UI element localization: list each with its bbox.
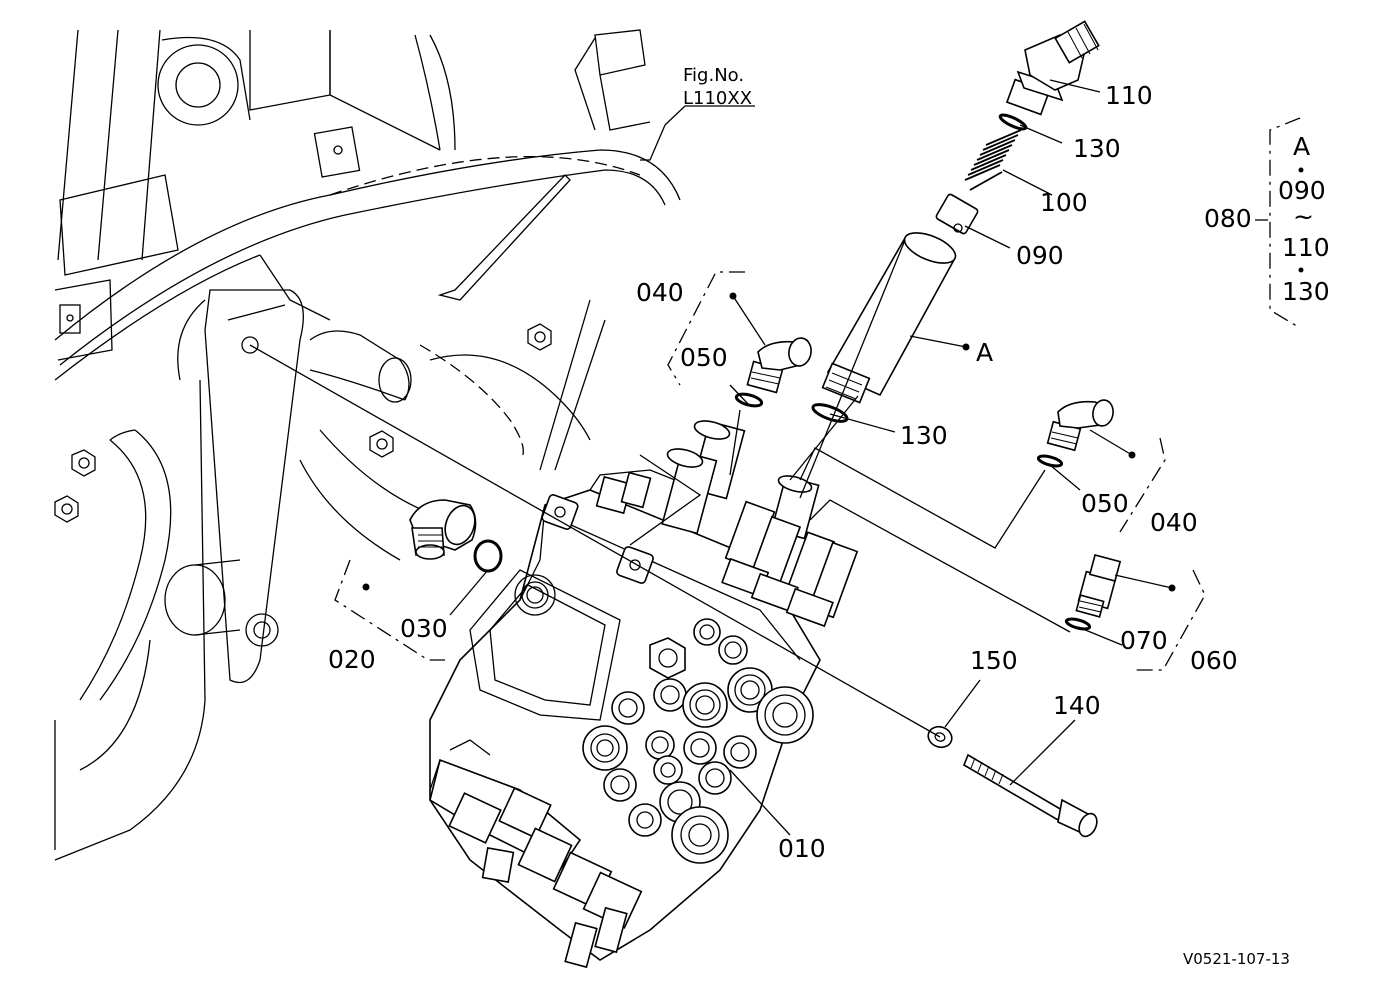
o-ring-030 (473, 539, 503, 573)
control-valve-010 (429, 420, 859, 969)
hex-nut-1 (71, 449, 96, 477)
figure-ref-line2: L110XX (683, 88, 752, 109)
callout-020: 020 (328, 645, 376, 674)
figure-ref-line1: Fig.No. (683, 65, 744, 86)
callout-050-right: 050 (1081, 489, 1129, 518)
o-ring-050-left (734, 392, 764, 408)
hex-nut-3 (527, 323, 552, 351)
assembly-line-110: 110 (1282, 233, 1330, 262)
valve-lower-sections (429, 739, 643, 969)
group-bracket-040-right (1119, 437, 1166, 533)
hex-nut-4 (369, 430, 394, 458)
drawing-code: V0521-107-13 (1183, 950, 1290, 968)
figure-reference: Fig.No. L110XX (683, 65, 752, 109)
machine-frame (54, 29, 681, 861)
callout-150: 150 (970, 646, 1018, 675)
group-bracket-080 (1269, 117, 1301, 329)
bolt-140 (963, 753, 1098, 838)
straight-fitting-060 (1075, 553, 1122, 618)
o-ring-050-right (1036, 454, 1064, 468)
o-ring-130-lower (811, 403, 849, 423)
callout-010: 010 (778, 834, 826, 863)
callout-090: 090 (1016, 241, 1064, 270)
callout-A: A (976, 338, 993, 367)
elbow-fitting-020 (409, 499, 477, 560)
group-bracket-040-left (667, 271, 745, 386)
valve-ports (582, 618, 814, 864)
callout-060: 060 (1190, 646, 1238, 675)
assembly-line-A: A (1293, 132, 1310, 161)
assembly-line-090: 090 (1278, 176, 1326, 205)
assembly-line-tilde: ~ (1293, 202, 1314, 231)
callout-110: 110 (1105, 81, 1153, 110)
adjuster-fitting-110 (1005, 20, 1100, 116)
callout-050-left: 050 (680, 343, 728, 372)
callout-130-upper: 130 (1073, 134, 1121, 163)
assembly-item-080: 080 (1204, 204, 1252, 233)
spring-100 (964, 129, 1022, 191)
valve-spool-stack (595, 420, 859, 628)
callout-100: 100 (1040, 188, 1088, 217)
assembly-note-080: 080 A 090 ~ 110 130 (1204, 132, 1330, 306)
hex-nut-2 (54, 495, 79, 523)
o-ring-070 (1064, 617, 1092, 631)
relief-valve-body-A (821, 232, 957, 404)
group-bracket-020 (334, 559, 445, 661)
leader-lines (449, 79, 1268, 836)
poppet-090 (935, 193, 979, 235)
o-ring-130-upper (998, 113, 1028, 131)
callout-040-left: 040 (636, 278, 684, 307)
callout-140: 140 (1053, 691, 1101, 720)
group-bracket-060 (1135, 569, 1206, 671)
elbow-fitting-040-left (746, 337, 812, 394)
assembly-line-130: 130 (1282, 277, 1330, 306)
callout-040-right: 040 (1150, 508, 1198, 537)
callout-070: 070 (1120, 626, 1168, 655)
callout-130-lower: 130 (900, 421, 948, 450)
callout-030: 030 (400, 614, 448, 643)
elbow-fitting-040-right (1046, 399, 1114, 452)
